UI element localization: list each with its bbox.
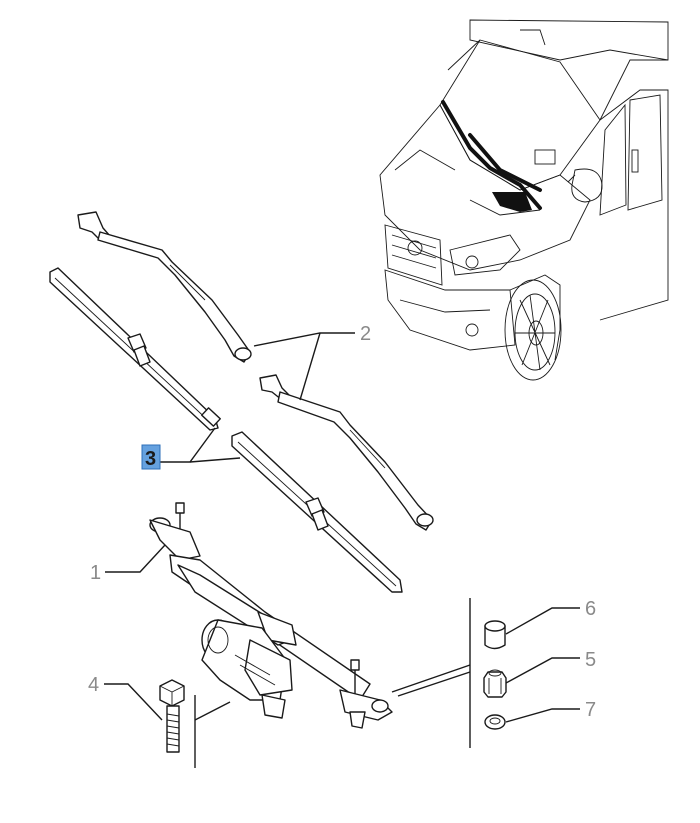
callout-7: 7 [585, 699, 596, 721]
callout-1: 1 [90, 562, 101, 584]
callout-3: 3 [145, 448, 156, 470]
wiper-arm-upper [77, 211, 252, 363]
leader-lines [104, 332, 580, 768]
bolt [159, 679, 185, 753]
nut-5 [483, 669, 507, 698]
wiper-blade-upper [49, 267, 221, 431]
van-illustration [379, 19, 669, 381]
callout-6: 6 [585, 598, 596, 620]
cap-6 [484, 620, 506, 650]
wiper-blade-lower [231, 431, 403, 593]
callout-5: 5 [585, 649, 596, 671]
callout-2: 2 [360, 323, 371, 345]
wiper-linkage [149, 502, 393, 729]
washer-7 [484, 714, 506, 730]
wiper-arm-lower [259, 374, 434, 531]
callout-3-highlight [141, 444, 161, 470]
callout-4: 4 [88, 674, 99, 696]
